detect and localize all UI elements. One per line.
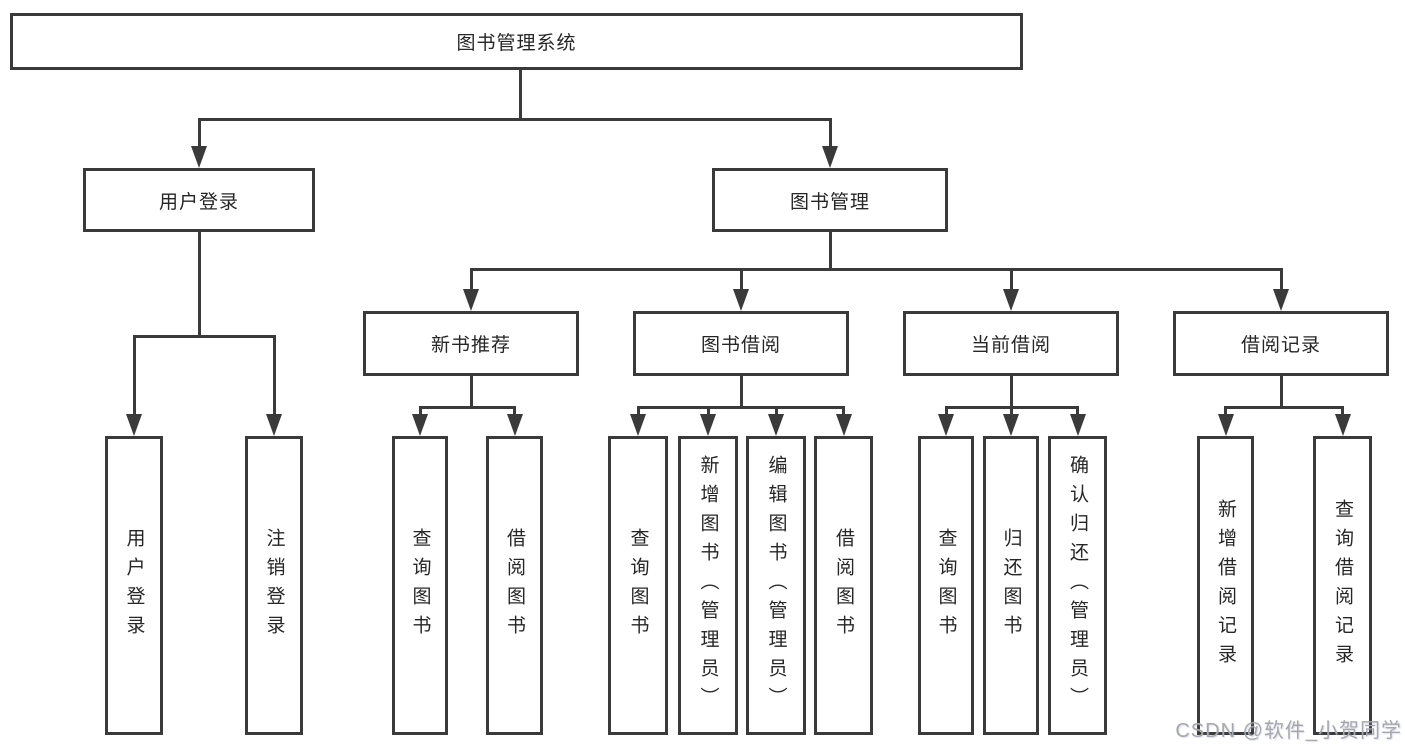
connector-line bbox=[1279, 376, 1283, 409]
arrow-down-icon bbox=[463, 289, 479, 311]
connector-line bbox=[636, 406, 844, 409]
connector-line bbox=[1341, 406, 1344, 418]
node-label: 图书借阅 bbox=[700, 335, 781, 356]
connector-line bbox=[469, 376, 473, 409]
node-label: 查询图书 bbox=[627, 527, 649, 644]
connector-line bbox=[1009, 406, 1013, 418]
node-label: 新增借阅记录 bbox=[1215, 498, 1236, 673]
node-label: 注销登录 bbox=[263, 527, 285, 644]
arrow-down-icon bbox=[412, 414, 428, 436]
arrow-down-icon bbox=[822, 146, 838, 168]
leaf-query-books-recommend: 查询图书 bbox=[392, 436, 448, 735]
node-label: 查询图书 bbox=[409, 527, 431, 644]
arrow-down-icon bbox=[1069, 414, 1086, 436]
connector-line bbox=[739, 376, 743, 409]
node-label: 图书管理 bbox=[789, 191, 870, 213]
leaf-confirm-return-admin: 确认归还（管理员） bbox=[1048, 436, 1107, 735]
arrow-down-icon bbox=[835, 414, 852, 436]
node-label: 确认归还（管理员） bbox=[1067, 455, 1088, 716]
connector-line bbox=[272, 335, 276, 416]
leaf-query-books-current: 查询图书 bbox=[918, 436, 974, 735]
leaf-user-login: 用户登录 bbox=[105, 436, 163, 735]
node-label: 查询借阅记录 bbox=[1332, 498, 1353, 673]
node-book-management-branch: 图书管理 bbox=[712, 168, 948, 232]
connector-line bbox=[842, 406, 845, 418]
arrow-down-icon bbox=[630, 414, 646, 436]
leaf-return-books: 归还图书 bbox=[983, 436, 1039, 735]
connector-line bbox=[418, 406, 515, 409]
connector-line bbox=[706, 406, 710, 418]
connector-line bbox=[469, 268, 1283, 271]
node-label: 借阅图书 bbox=[833, 527, 854, 644]
arrow-down-icon bbox=[1334, 414, 1351, 436]
arrow-down-icon bbox=[1003, 289, 1019, 311]
node-borrowing-records: 借阅记录 bbox=[1173, 311, 1389, 376]
connector-line bbox=[518, 70, 522, 121]
node-label: 归还图书 bbox=[1000, 527, 1022, 644]
arrow-down-icon bbox=[1217, 414, 1234, 436]
csdn-watermark: CSDN @软件_小贺同学 bbox=[1175, 720, 1402, 742]
connector-line bbox=[636, 406, 640, 418]
connector-line bbox=[739, 268, 743, 291]
leaf-borrow-books-recommend: 借阅图书 bbox=[486, 436, 543, 735]
node-current-borrowing: 当前借阅 bbox=[903, 311, 1119, 376]
leaf-borrow-books: 借阅图书 bbox=[814, 436, 873, 735]
connector-line bbox=[197, 118, 832, 121]
arrow-down-icon bbox=[266, 414, 282, 436]
node-label: 新增图书（管理员） bbox=[697, 455, 719, 716]
node-label: 借阅记录 bbox=[1240, 335, 1321, 356]
node-label: 借阅图书 bbox=[504, 527, 525, 644]
arrow-down-icon bbox=[733, 289, 749, 311]
node-label: 图书管理系统 bbox=[456, 33, 577, 54]
node-label: 当前借阅 bbox=[970, 335, 1051, 356]
arrow-down-icon bbox=[506, 414, 523, 436]
connector-line bbox=[1009, 376, 1013, 409]
node-label: 用户登录 bbox=[123, 527, 145, 644]
connector-line bbox=[828, 118, 832, 148]
arrow-down-icon bbox=[126, 414, 142, 436]
connector-line bbox=[944, 406, 948, 418]
connector-line bbox=[774, 406, 778, 418]
connector-line bbox=[1224, 406, 1341, 409]
connector-line bbox=[132, 335, 136, 416]
connector-line bbox=[1076, 406, 1079, 418]
connector-line bbox=[1009, 268, 1013, 291]
node-label: 编辑图书（管理员） bbox=[765, 455, 787, 716]
arrow-down-icon bbox=[700, 414, 716, 436]
node-user-login-branch: 用户登录 bbox=[83, 168, 315, 232]
connector-line bbox=[513, 406, 516, 418]
node-new-book-recommendation: 新书推荐 bbox=[363, 311, 579, 376]
connector-line bbox=[197, 118, 201, 148]
leaf-edit-books-admin: 编辑图书（管理员） bbox=[746, 436, 806, 735]
node-label: 查询图书 bbox=[935, 527, 957, 644]
leaf-add-books-admin: 新增图书（管理员） bbox=[678, 436, 738, 735]
leaf-query-books-borrowing: 查询图书 bbox=[608, 436, 668, 735]
node-book-borrowing: 图书借阅 bbox=[633, 311, 849, 376]
connector-line bbox=[1279, 268, 1283, 291]
leaf-query-borrow-record: 查询借阅记录 bbox=[1313, 436, 1372, 735]
connector-line bbox=[828, 232, 832, 271]
arrow-down-icon bbox=[768, 414, 784, 436]
node-label: 用户登录 bbox=[158, 191, 239, 213]
arrow-down-icon bbox=[1273, 289, 1289, 311]
leaf-add-borrow-record: 新增借阅记录 bbox=[1197, 436, 1254, 735]
connector-line bbox=[418, 406, 422, 418]
connector-line bbox=[469, 268, 473, 291]
leaf-logout: 注销登录 bbox=[245, 436, 303, 735]
arrow-down-icon bbox=[938, 414, 954, 436]
node-label: 新书推荐 bbox=[430, 335, 511, 356]
node-library-management-system: 图书管理系统 bbox=[10, 13, 1023, 70]
arrow-down-icon bbox=[1003, 414, 1019, 436]
arrow-down-icon bbox=[191, 146, 207, 168]
connector-line bbox=[197, 232, 201, 338]
connector-line bbox=[132, 335, 276, 338]
connector-line bbox=[1224, 406, 1227, 418]
